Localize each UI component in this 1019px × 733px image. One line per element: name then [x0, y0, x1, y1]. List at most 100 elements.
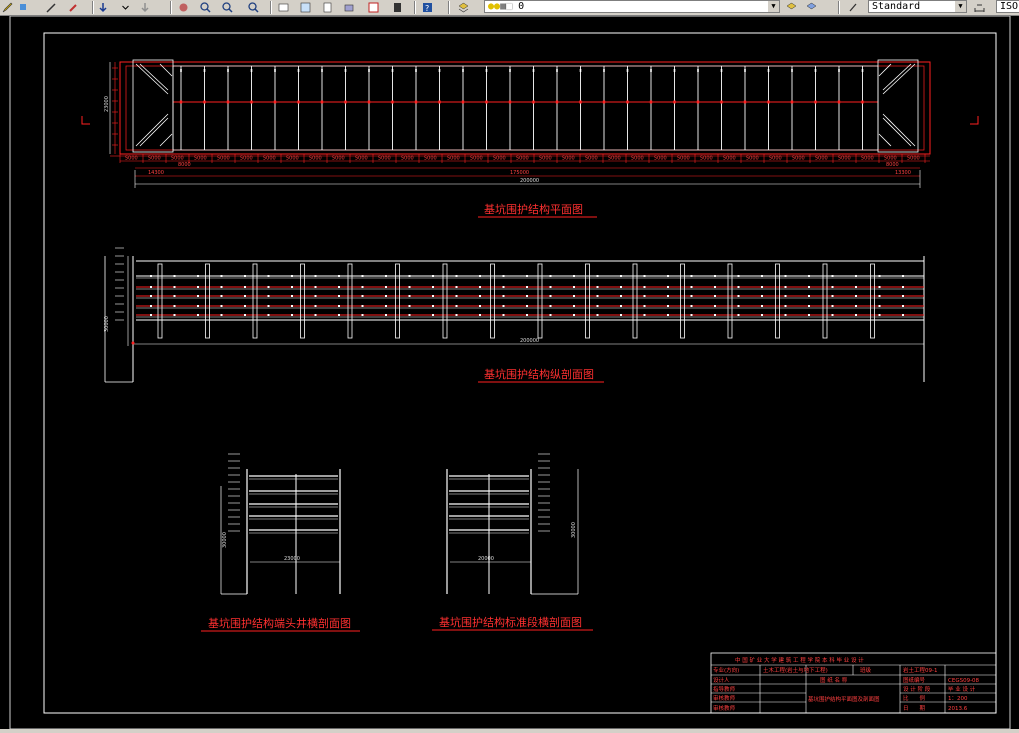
long-strut-node	[808, 295, 810, 297]
design-center-button[interactable]	[300, 1, 313, 13]
long-strut-node	[690, 286, 693, 288]
markup-icon	[368, 2, 379, 13]
long-strut-node	[643, 295, 646, 297]
layer-previous-icon	[786, 2, 797, 10]
long-strut-node	[314, 295, 317, 297]
tb-designer-label: 设计人	[713, 676, 730, 684]
long-strut-node	[220, 286, 223, 288]
undo-icon	[99, 3, 107, 13]
long-strut-node	[220, 314, 223, 316]
zoom-window-button[interactable]	[222, 1, 235, 13]
pencil-icon	[2, 2, 13, 13]
long-strut-node	[244, 275, 246, 277]
sheet-set-button[interactable]	[344, 1, 357, 13]
lock-icon: ■	[500, 1, 507, 12]
dim-style-button[interactable]	[974, 1, 987, 13]
cursor-tool-button[interactable]	[2, 1, 15, 13]
long-strut-node	[150, 314, 152, 316]
long-strut-node	[784, 295, 787, 297]
long-column	[585, 263, 590, 339]
long-strut-node	[878, 314, 881, 316]
long-strut-node	[761, 305, 763, 307]
properties-icon	[278, 3, 289, 12]
long-strut-node	[667, 295, 669, 297]
plan-bay-dim: 5000	[378, 156, 391, 162]
plan-bay-dim: 5000	[562, 156, 575, 162]
long-strut-node	[761, 275, 763, 277]
edit-button[interactable]	[46, 1, 59, 13]
tool-palette-button[interactable]	[322, 1, 335, 13]
plan-column-marker	[179, 100, 183, 104]
svg-text:?: ?	[425, 4, 429, 13]
plan-end-well-right	[877, 59, 919, 153]
long-column	[822, 263, 828, 339]
long-strut-node	[690, 314, 693, 316]
long-strut-node	[314, 305, 317, 307]
text-style-button[interactable]	[848, 1, 861, 13]
long-strut-node	[784, 305, 787, 307]
layer-combo[interactable]: ●●■■ 0 ▼	[484, 0, 780, 13]
tb-scale-label: 比 例	[903, 694, 926, 702]
layer-states-button[interactable]	[806, 1, 819, 13]
layer-manager-icon	[458, 2, 469, 13]
long-strut-node	[455, 314, 458, 316]
long-strut-node	[855, 314, 857, 316]
long-strut-node	[291, 295, 293, 297]
long-strut-node	[173, 305, 176, 307]
plan-right-small-dim: 8000	[886, 162, 899, 168]
zoom-realtime-button[interactable]	[200, 1, 213, 13]
std-width-dim: 20000	[478, 556, 494, 562]
plan-bay-dim: 5000	[677, 156, 690, 162]
long-strut-node	[267, 305, 270, 307]
plan-strut-head	[509, 69, 511, 72]
long-column	[680, 263, 685, 339]
layer-manager-button[interactable]	[458, 1, 471, 13]
paint-icon	[69, 4, 77, 12]
plan-column-marker	[344, 100, 347, 104]
help-button[interactable]: ?	[422, 1, 435, 13]
plan-column-marker	[649, 100, 653, 104]
long-strut-node	[385, 286, 387, 288]
zoom-previous-button[interactable]	[248, 1, 261, 13]
dim-style-combo[interactable]: ISO	[996, 0, 1019, 13]
markup-button[interactable]	[368, 1, 381, 13]
long-strut-node	[338, 275, 340, 277]
match-properties-button[interactable]	[18, 1, 31, 13]
long-strut-node	[620, 314, 622, 316]
long-strut-node	[432, 275, 434, 277]
paint-button[interactable]	[68, 1, 81, 13]
plan-height-dim: 23000	[104, 96, 110, 112]
long-strut-node	[455, 305, 458, 307]
long-strut-node	[197, 314, 199, 316]
long-strut-node	[549, 305, 552, 307]
plan-bay-dim: 5000	[838, 156, 851, 162]
plan-bay-dim: 5000	[447, 156, 460, 162]
long-strut-node	[502, 286, 505, 288]
plan-main-pit	[172, 65, 879, 151]
layer-previous-button[interactable]	[786, 1, 799, 13]
plan-right-dim: 13300	[895, 170, 911, 176]
undo-button[interactable]	[98, 1, 111, 13]
long-strut-node	[408, 286, 411, 288]
properties-button[interactable]	[278, 1, 291, 13]
layer-name: 0	[518, 1, 525, 12]
pan-button[interactable]	[178, 1, 191, 13]
long-title: 基坑围护结构纵剖面图	[484, 367, 594, 381]
text-style-combo[interactable]: Standard ▼	[868, 0, 967, 13]
undo-dropdown[interactable]	[120, 1, 129, 13]
plan-column-marker	[673, 100, 676, 104]
zoom-window-icon	[222, 2, 233, 13]
redo-button[interactable]	[140, 1, 153, 13]
long-strut-node	[338, 305, 340, 307]
long-strut-node	[761, 295, 763, 297]
plan-bay-dim: 5000	[769, 156, 782, 162]
longitudinal-section: 200000 30000 基坑围护结构纵剖面图	[104, 247, 925, 383]
long-strut-node	[502, 295, 505, 297]
long-strut-node	[220, 295, 223, 297]
calculator-button[interactable]	[392, 1, 405, 13]
cad-toolbar: ? ●●■■ 0 ▼ Standard ▼ ISO	[0, 0, 1019, 16]
plan-bay-dim: 5000	[723, 156, 736, 162]
long-strut-node	[737, 295, 740, 297]
long-strut-node	[150, 275, 152, 277]
